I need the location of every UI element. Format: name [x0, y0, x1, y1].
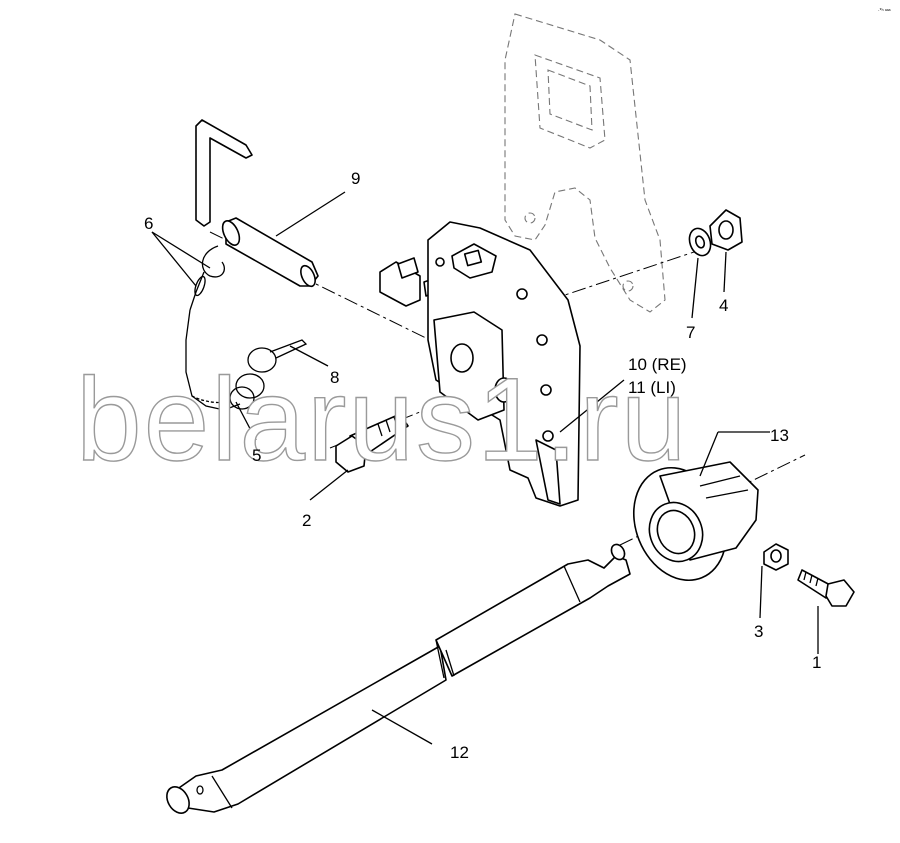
watermark-text: belarus1.ru	[76, 354, 688, 486]
small-nut-part	[763, 543, 789, 571]
callout-5: 5	[252, 446, 261, 465]
small-bolt-part	[797, 569, 855, 607]
hub-part	[632, 461, 759, 582]
washer-part	[688, 227, 712, 257]
frame-plate-outline	[504, 13, 666, 313]
callout-11: 11 (LI)	[628, 378, 676, 397]
bolt-part	[335, 413, 409, 473]
chain-part	[185, 309, 241, 411]
callout-1: 1	[812, 653, 821, 672]
callout-13: 13	[770, 426, 789, 445]
callout-8: 8	[330, 368, 339, 387]
callout-7: 7	[686, 323, 695, 342]
callout-2: 2	[302, 511, 311, 530]
hex-nut-part	[709, 209, 743, 251]
callout-9: 9	[351, 169, 360, 188]
spring-clip-part	[189, 245, 225, 311]
hitch-bracket-part	[427, 221, 581, 507]
leader-lines	[151, 191, 819, 745]
callout-10: 10 (RE)	[628, 355, 687, 374]
callout-6: 6	[144, 214, 153, 233]
corner-mark: ·*ʰ ᵃᵃᵃ	[878, 8, 891, 14]
ring-part	[229, 339, 308, 410]
callout-3: 3	[754, 622, 763, 641]
callout-12: 12	[450, 743, 469, 762]
handle-pin-part	[195, 119, 319, 288]
callout-4: 4	[719, 296, 728, 315]
shaft-part	[166, 543, 631, 814]
